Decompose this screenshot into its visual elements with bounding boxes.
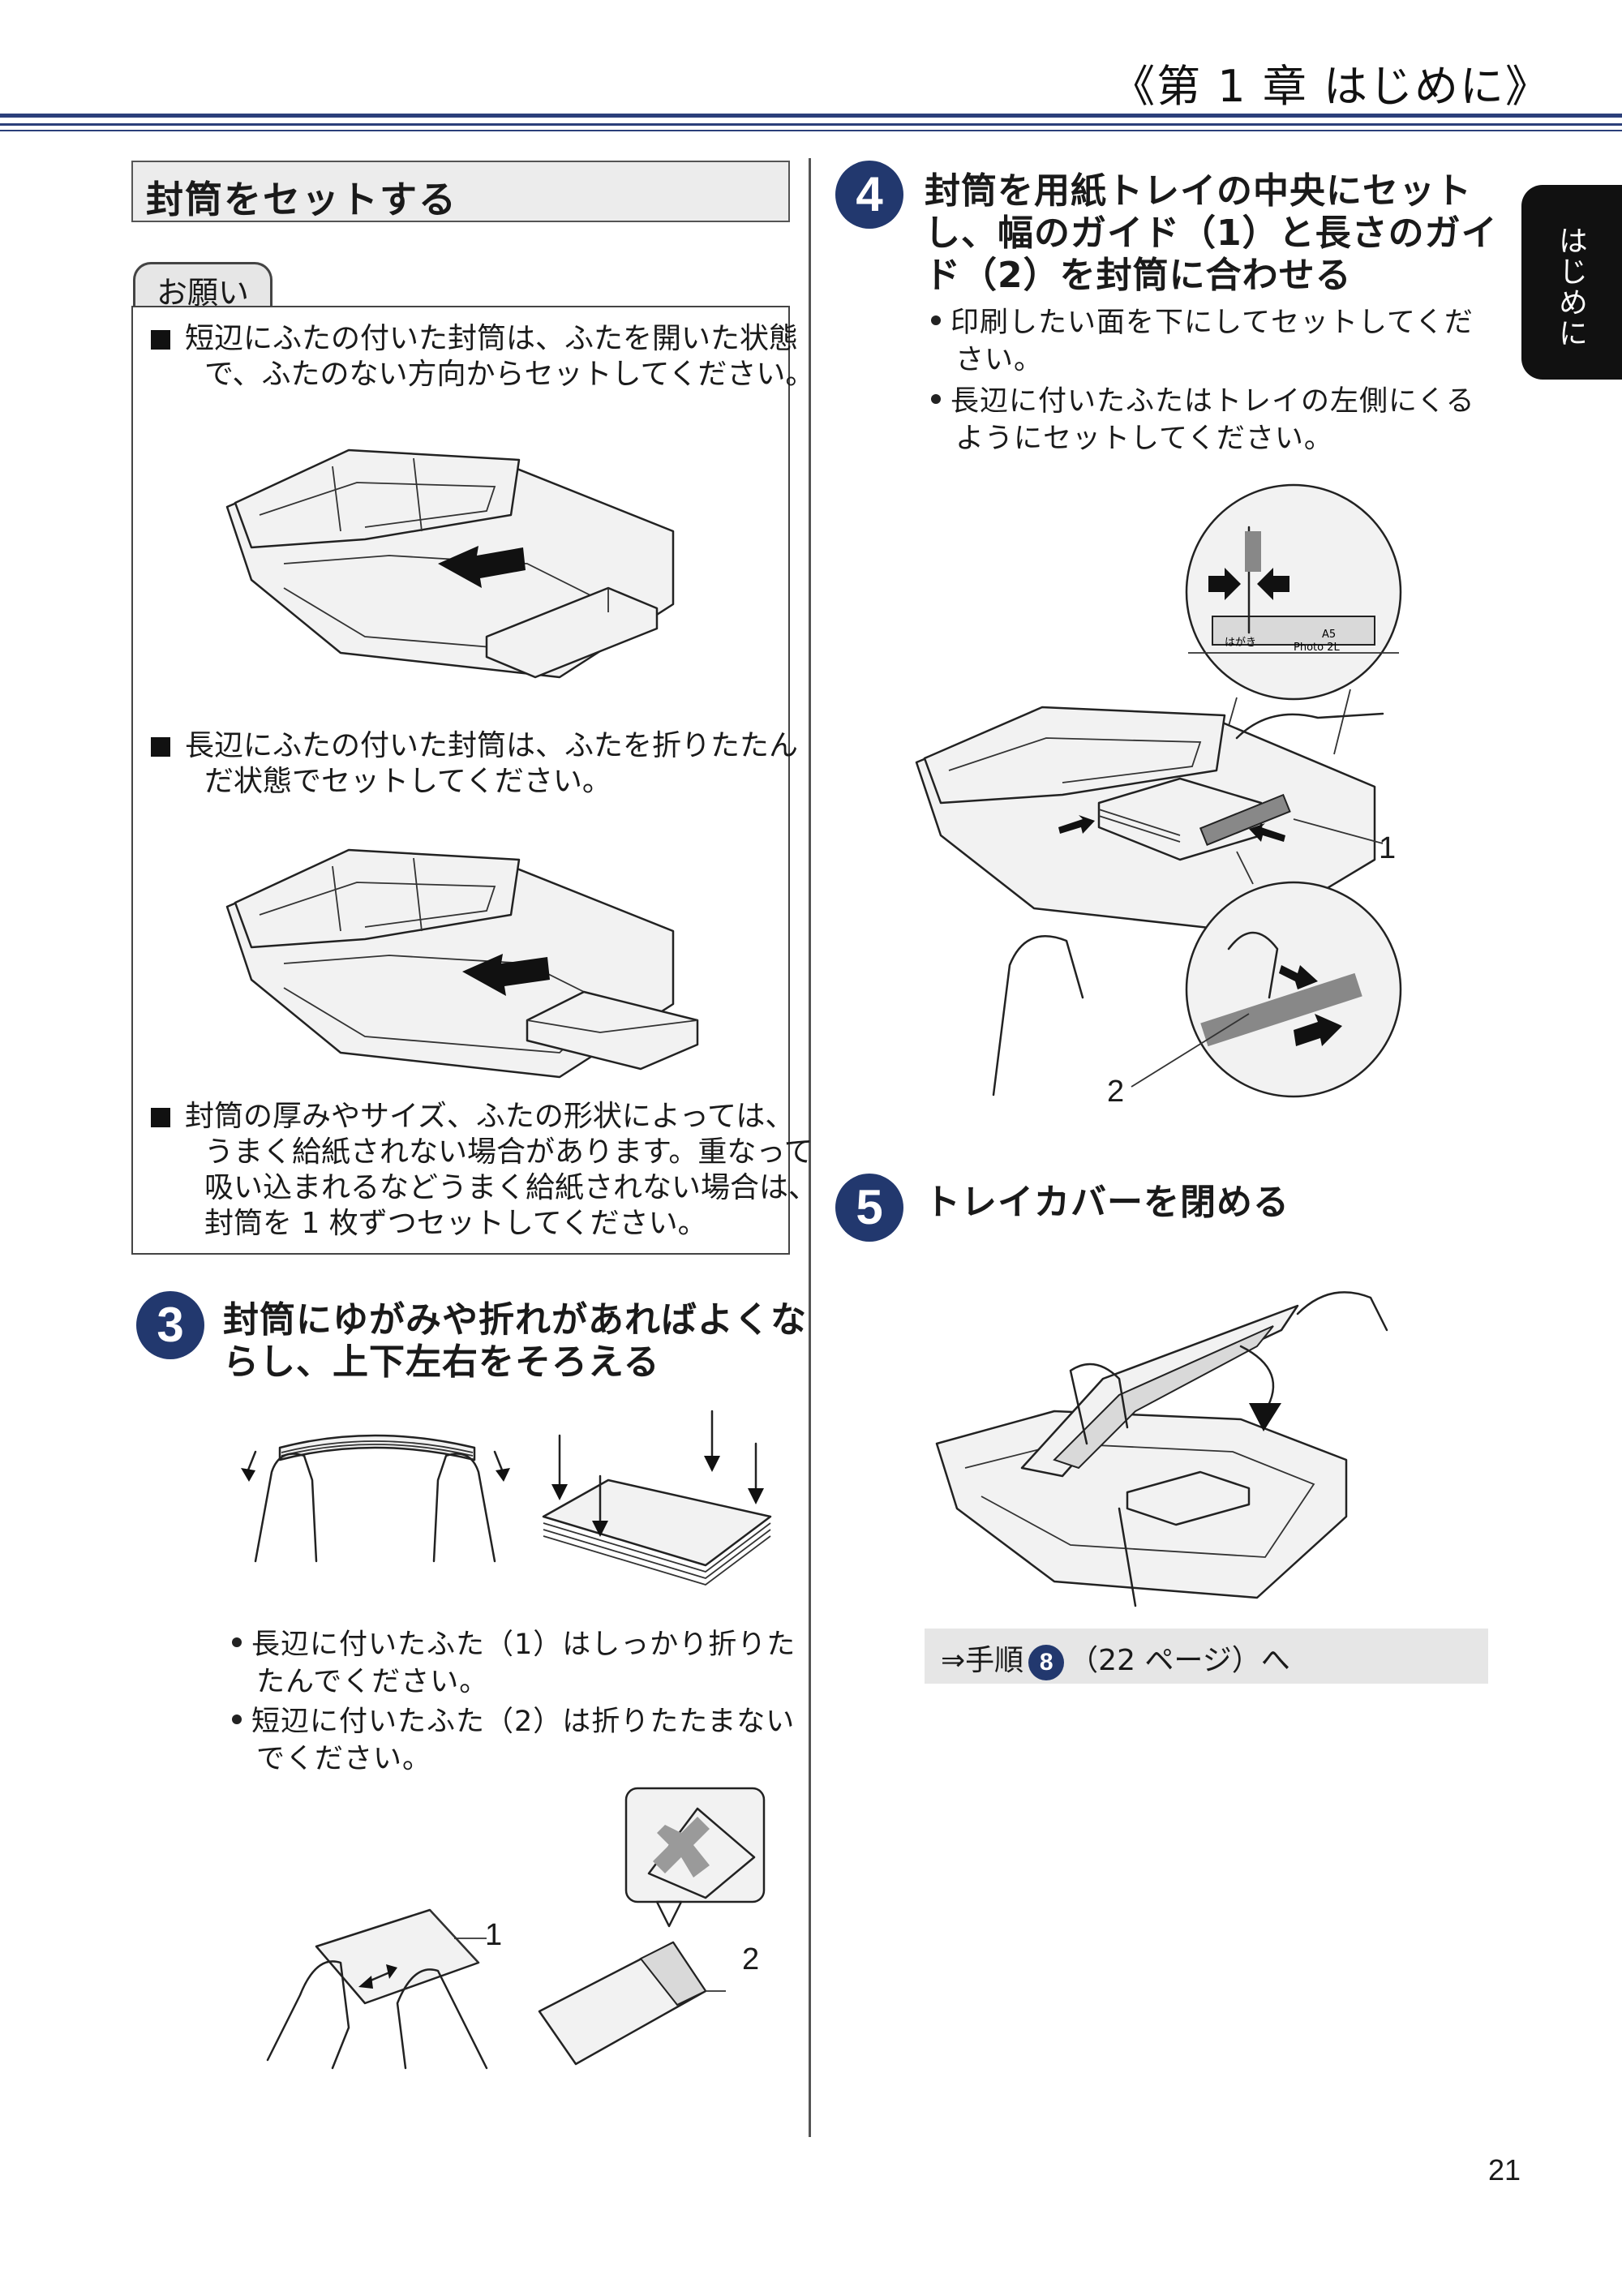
step-4-title-line-3: ド（2）を封筒に合わせる [925, 255, 1352, 296]
chapter-header: 《第 1 章 はじめに》 [1111, 61, 1551, 112]
hands-fanning-envelopes-illustration [241, 1434, 510, 1563]
tray-envelope-short-flap-illustration [225, 448, 675, 679]
notice-item-3: 封筒の厚みやサイズ、ふたの形状によっては、 うまく給紙されない場合があります。重… [151, 1099, 817, 1242]
envelope-stack-aligning-illustration [542, 1410, 772, 1586]
step-4-title-line-2: し、幅のガイド（1）と長さのガイ [925, 212, 1498, 254]
tray-guide-adjust-illustration: はがき A5 Photo 2L [915, 483, 1402, 1098]
column-divider [809, 158, 811, 2137]
square-bullet-icon [151, 737, 170, 757]
step-3-bullet-2-line-2: でください。 [256, 1743, 432, 1775]
notice-tab: お願い [133, 262, 272, 311]
notice-item-3-line-2: うまく給紙されない場合があります。重なって [204, 1135, 813, 1169]
page-number: 21 [1488, 2153, 1521, 2187]
step-4-title: 封筒を用紙トレイの中央にセット し、幅のガイド（1）と長さのガイ ド（2）を封筒… [925, 170, 1498, 297]
notice-item-1-line-1: 短辺にふたの付いた封筒は、ふたを開いた状態 [185, 322, 799, 355]
step-3-bullet-1: 長辺に付いたふた（1）はしっかり折りた たんでください。 [232, 1626, 796, 1701]
scale-label-hagaki: はがき [1225, 637, 1256, 649]
bullet-dot-icon [931, 394, 941, 404]
step-3-number: 3 [136, 1291, 204, 1359]
notice-item-2: 長辺にふたの付いた封筒は、ふたを折りたたん だ状態でセットしてください。 [151, 728, 798, 800]
step-3-title-line-2: らし、上下左右をそろえる [223, 1341, 660, 1383]
bullet-dot-icon [232, 1637, 242, 1647]
step-3-callout-1: 1 [485, 1918, 503, 1952]
notice-item-2-line-2: だ状態でセットしてください。 [204, 765, 611, 798]
step-3-bullet-1-line-1: 長辺に付いたふた（1）はしっかり折りた [251, 1629, 796, 1661]
step-3-title-line-1: 封筒にゆがみや折れがあればよくな [223, 1299, 807, 1341]
step-4-bullet-2-line-2: ようにセットしてください。 [955, 423, 1333, 455]
notice-item-1-line-2: で、ふたのない方向からセットしてください。 [204, 358, 815, 391]
step-3-bullet-1-line-2: たんでください。 [256, 1666, 489, 1698]
square-bullet-icon [151, 330, 170, 350]
step-4-bullet-2-line-1: 長辺に付いたふたはトレイの左側にくる [950, 385, 1475, 418]
step-4-callout-2: 2 [1107, 1075, 1125, 1109]
goto-prefix: ⇒手順 [941, 1644, 1024, 1677]
header-rule-thick [0, 114, 1622, 118]
tray-envelope-long-flap-illustration [225, 848, 699, 1079]
notice-item-3-line-1: 封筒の厚みやサイズ、ふたの形状によっては、 [185, 1100, 795, 1133]
step-5-number: 5 [835, 1174, 903, 1242]
step-4-number: 4 [835, 161, 903, 229]
step-5-title: トレイカバーを閉める [925, 1182, 1289, 1223]
step-4-bullet-2: 長辺に付いたふたはトレイの左側にくる ようにセットしてください。 [931, 383, 1475, 457]
notice-box [131, 306, 790, 1255]
step-4-bullet-1: 印刷したい面を下にしてセットしてくだ さい。 [931, 304, 1474, 379]
side-chapter-tab[interactable]: はじめに [1521, 185, 1622, 380]
step-3-bullet-2-line-1: 短辺に付いたふた（2）は折りたたまない [251, 1706, 796, 1738]
notice-item-3-line-3: 吸い込まれるなどうまく給紙されない場合は、 [204, 1171, 818, 1204]
step-3-title: 封筒にゆがみや折れがあればよくな らし、上下左右をそろえる [223, 1299, 807, 1384]
header-rule-thin-2 [0, 130, 1622, 131]
step-4-title-line-1: 封筒を用紙トレイの中央にセット [925, 170, 1472, 212]
step-4-bullet-1-line-1: 印刷したい面を下にしてセットしてくだ [950, 307, 1474, 339]
goto-suffix: （22 ページ）へ [1069, 1644, 1290, 1677]
step-3-callout-2: 2 [742, 1942, 760, 1976]
step-4-callout-1: 1 [1379, 831, 1397, 865]
step-3-bullet-2: 短辺に付いたふた（2）は折りたたまない でください。 [232, 1703, 795, 1778]
bullet-dot-icon [931, 315, 941, 325]
section-title: 封筒をセットする [131, 161, 790, 222]
bullet-dot-icon [232, 1714, 242, 1724]
side-tab-label: はじめに [1554, 225, 1587, 349]
scale-label-photo2l: Photo 2L [1294, 642, 1340, 654]
notice-item-2-line-1: 長辺にふたの付いた封筒は、ふたを折りたたん [185, 729, 799, 762]
close-tray-cover-illustration [935, 1291, 1388, 1607]
square-bullet-icon [151, 1108, 170, 1127]
folding-flap-illustration [266, 1908, 488, 2070]
notice-item-3-line-4: 封筒を 1 枚ずつセットしてください。 [204, 1207, 707, 1240]
scale-label-a5: A5 [1322, 629, 1336, 641]
header-rule-thin [0, 123, 1622, 126]
goto-step-number: 8 [1028, 1645, 1065, 1680]
step-4-bullet-1-line-2: さい。 [955, 344, 1044, 376]
unfolded-short-flap-illustration [538, 1787, 766, 2066]
notice-item-1: 短辺にふたの付いた封筒は、ふたを開いた状態 で、ふたのない方向からセットしてくだ… [151, 321, 814, 393]
